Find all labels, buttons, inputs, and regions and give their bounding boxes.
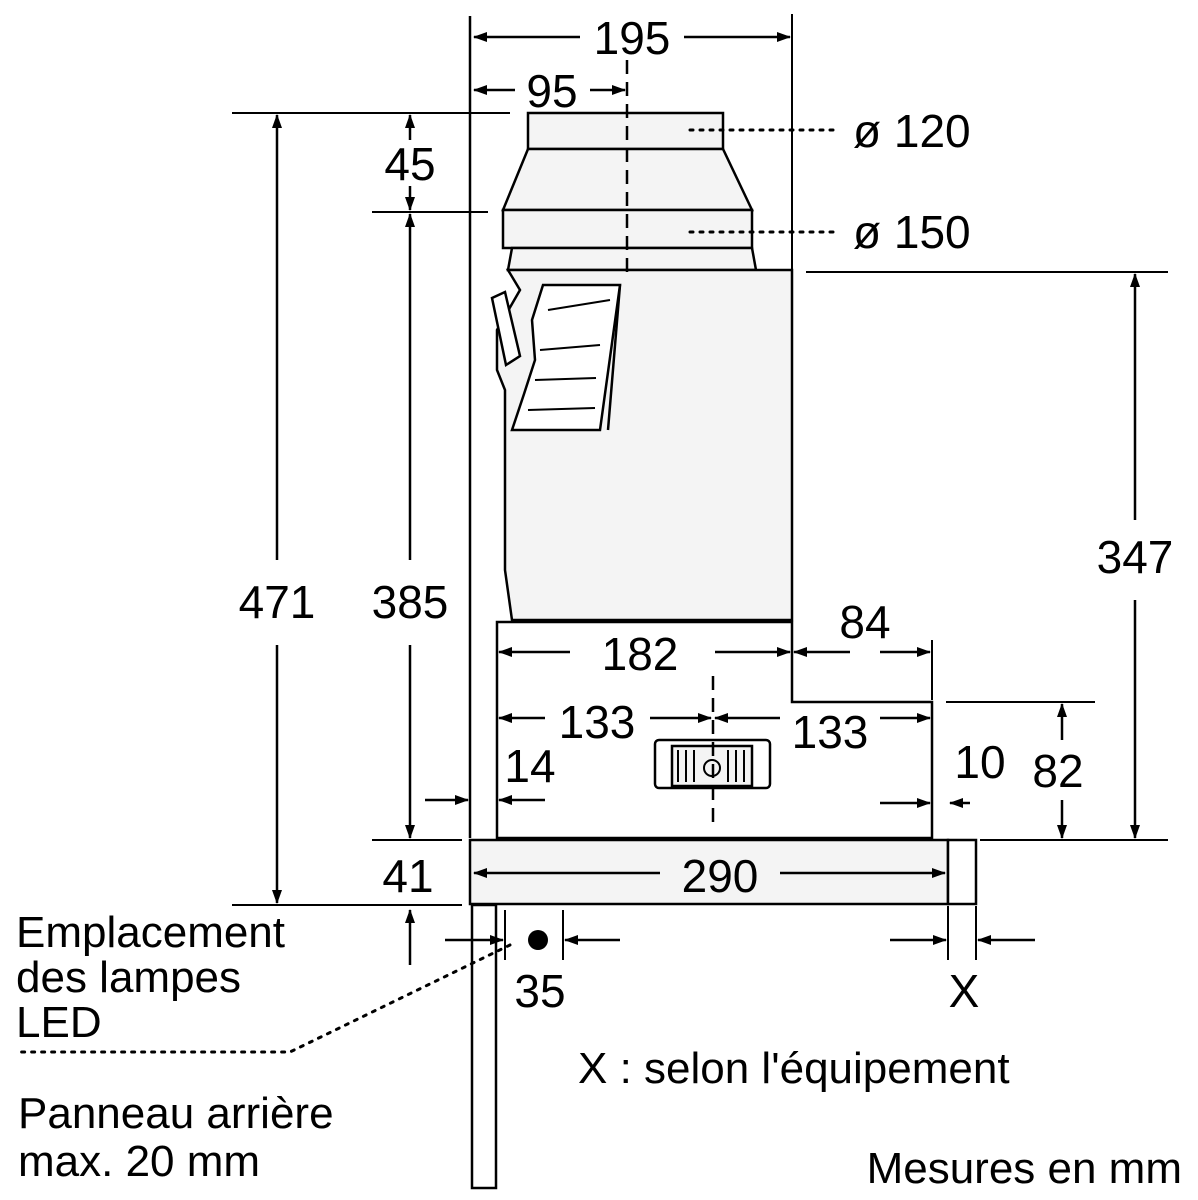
dimension-labels: 195 95 45 ø 120 ø 150 471 385 347 182 84… xyxy=(239,12,1174,1017)
dim-41: 41 xyxy=(382,850,433,902)
dim-45: 45 xyxy=(384,138,435,190)
dim-10: 10 xyxy=(954,736,1005,788)
led-note-line2: des lampes xyxy=(16,953,241,1002)
dim-diameter-120: ø 120 xyxy=(853,105,971,157)
dim-347: 347 xyxy=(1097,531,1174,583)
dim-14: 14 xyxy=(504,740,555,792)
led-lamp-icon xyxy=(528,930,548,950)
dim-195: 195 xyxy=(594,12,671,64)
back-panel-note-line2: max. 20 mm xyxy=(18,1137,260,1186)
dim-35: 35 xyxy=(514,965,565,1017)
dim-182: 182 xyxy=(602,628,679,680)
hood-drawer xyxy=(495,620,934,840)
notes: Emplacement des lampes LED X : selon l'é… xyxy=(16,908,1182,1193)
led-note-line3: LED xyxy=(16,998,102,1047)
dim-471: 471 xyxy=(239,576,316,628)
dim-x: X xyxy=(949,965,980,1017)
back-panel xyxy=(470,903,498,1190)
visor-end-cap xyxy=(946,838,978,906)
led-note-line1: Emplacement xyxy=(16,908,285,957)
dim-95: 95 xyxy=(526,65,577,117)
dim-84: 84 xyxy=(839,596,890,648)
dim-133-left: 133 xyxy=(559,696,636,748)
dim-385: 385 xyxy=(372,576,449,628)
motor-housing xyxy=(510,283,622,432)
x-equipment-note: X : selon l'équipement xyxy=(578,1044,1010,1093)
back-panel-note-line1: Panneau arrière xyxy=(18,1089,334,1138)
units-note: Mesures en mm xyxy=(867,1144,1182,1193)
dim-133-right: 133 xyxy=(792,706,869,758)
hood-outline xyxy=(468,16,978,1190)
dim-82: 82 xyxy=(1032,745,1083,797)
dimension-lines xyxy=(16,14,1168,1054)
dim-diameter-150: ø 150 xyxy=(853,206,971,258)
dim-290: 290 xyxy=(682,850,759,902)
